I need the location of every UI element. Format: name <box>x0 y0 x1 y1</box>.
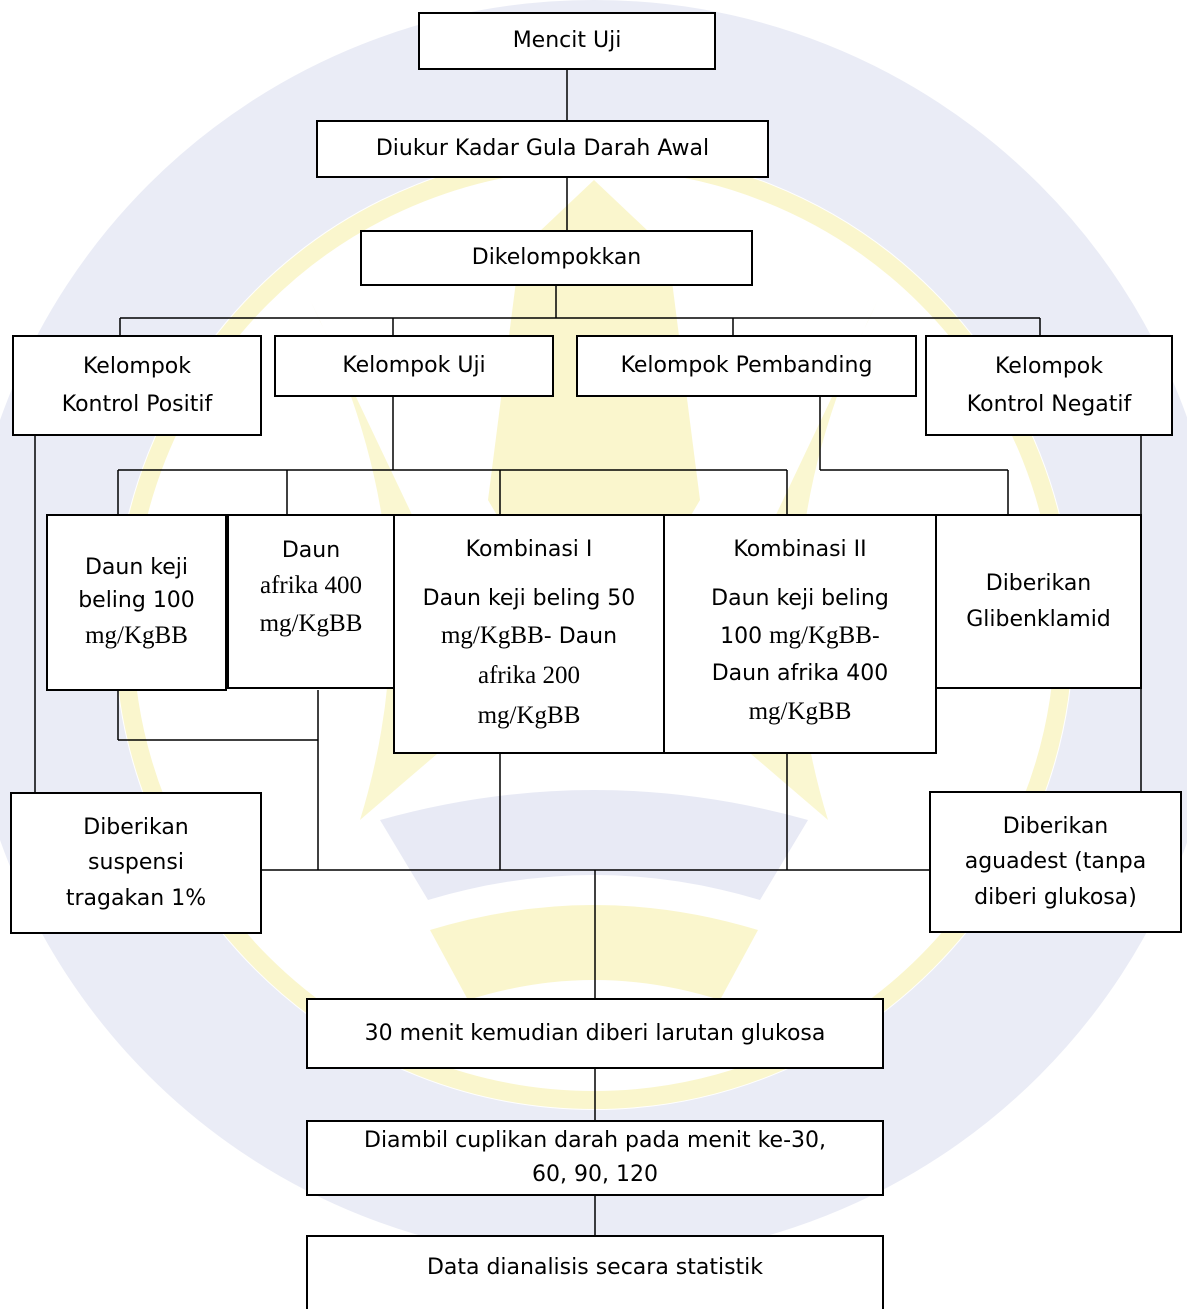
node-afrika-400-line1: Daun <box>281 538 341 563</box>
node-larutan-glukosa: 30 menit kemudian diberi larutan glukosa <box>306 998 884 1069</box>
node-aguadest: Diberikan aguadest (tanpa diberi glukosa… <box>929 791 1182 933</box>
node-keji-beling-100-line2: beling 100 <box>78 587 195 613</box>
node-kontrol-negatif-line2: Kontrol Negatif <box>966 391 1132 417</box>
node-gula-darah-awal: Diukur Kadar Gula Darah Awal <box>316 120 769 178</box>
node-kombinasi-1-line1: Daun keji beling 50 <box>422 586 636 612</box>
node-glibenklamid-line1: Diberikan <box>985 571 1092 597</box>
node-kelompok-uji-label: Kelompok Uji <box>342 353 486 379</box>
node-larutan-glukosa-label: 30 menit kemudian diberi larutan glukosa <box>364 1020 826 1046</box>
node-cuplikan-darah-line2: 60, 90, 120 <box>532 1162 658 1187</box>
node-kombinasi-1-title: Kombinasi I <box>465 537 593 562</box>
node-dikelompokkan: Dikelompokkan <box>360 230 753 286</box>
node-aguadest-line3: diberi glukosa) <box>974 884 1137 910</box>
node-glibenklamid-line2: Glibenklamid <box>966 606 1111 632</box>
node-aguadest-line1: Diberikan <box>1002 814 1109 840</box>
node-kontrol-positif: Kelompok Kontrol Positif <box>12 335 262 436</box>
node-kelompok-uji: Kelompok Uji <box>274 335 554 397</box>
node-keji-beling-100-line1: Daun keji <box>84 554 189 580</box>
node-afrika-400-line3: mg/KgBB <box>259 609 363 637</box>
node-cuplikan-darah-line1: Diambil cuplikan darah pada menit ke-30, <box>364 1127 826 1153</box>
node-kombinasi-2: Kombinasi II Daun keji beling 100 mg/KgB… <box>663 514 937 754</box>
node-kombinasi-2-title: Kombinasi II <box>733 537 867 562</box>
node-kombinasi-2-line2b: mg/KgBB <box>769 622 872 650</box>
node-kombinasi-1: Kombinasi I Daun keji beling 50 mg/KgBB-… <box>393 514 665 754</box>
node-dikelompokkan-label: Dikelompokkan <box>471 245 642 271</box>
node-kombinasi-2-line2c: - <box>871 624 880 650</box>
node-cuplikan-darah: Diambil cuplikan darah pada menit ke-30,… <box>306 1120 884 1196</box>
node-mencit-uji: Mencit Uji <box>418 12 716 70</box>
node-analisis: Data dianalisis secara statistik <box>306 1235 884 1309</box>
node-keji-beling-100-line3: mg/KgBB <box>85 621 188 649</box>
node-gula-darah-awal-label: Diukur Kadar Gula Darah Awal <box>375 136 710 162</box>
node-kontrol-positif-line1: Kelompok <box>82 353 192 379</box>
node-kombinasi-2-line1: Daun keji beling <box>711 586 889 612</box>
node-mencit-uji-label: Mencit Uji <box>512 28 622 54</box>
node-kontrol-negatif: Kelompok Kontrol Negatif <box>925 335 1173 436</box>
node-suspensi-tragakan-line2: suspensi <box>88 850 184 876</box>
node-kelompok-pembanding: Kelompok Pembanding <box>576 335 917 397</box>
node-suspensi-tragakan: Diberikan suspensi tragakan 1% <box>10 792 262 934</box>
node-kombinasi-1-line3: afrika 200 <box>477 662 581 690</box>
node-aguadest-line2: aguadest (tanpa <box>964 849 1147 875</box>
node-glibenklamid: Diberikan Glibenklamid <box>935 514 1142 689</box>
node-kombinasi-2-line2: 100 mg/KgBB- <box>720 616 880 656</box>
node-kombinasi-2-line3: Daun afrika 400 <box>711 661 889 687</box>
node-analisis-label: Data dianalisis secara statistik <box>426 1255 764 1280</box>
node-kontrol-positif-line2: Kontrol Positif <box>61 391 213 417</box>
node-kelompok-pembanding-label: Kelompok Pembanding <box>620 353 873 379</box>
node-kombinasi-2-line4: mg/KgBB <box>748 697 852 725</box>
node-kombinasi-1-line2b: - Daun <box>543 624 618 650</box>
node-kombinasi-2-line2a: 100 <box>720 624 770 650</box>
node-kontrol-negatif-line1: Kelompok <box>994 353 1104 379</box>
node-keji-beling-100: Daun keji beling 100 mg/KgBB <box>46 514 227 691</box>
node-kombinasi-1-line2: mg/KgBB- Daun <box>441 616 617 656</box>
node-afrika-400: Daun afrika 400 mg/KgBB <box>227 514 395 689</box>
node-kombinasi-1-line2a: mg/KgBB <box>440 622 544 650</box>
node-suspensi-tragakan-line1: Diberikan <box>83 815 189 841</box>
node-kombinasi-1-line4: mg/KgBB <box>477 702 581 730</box>
node-suspensi-tragakan-line3: tragakan 1% <box>65 885 207 911</box>
node-afrika-400-line2: afrika 400 <box>259 572 363 599</box>
